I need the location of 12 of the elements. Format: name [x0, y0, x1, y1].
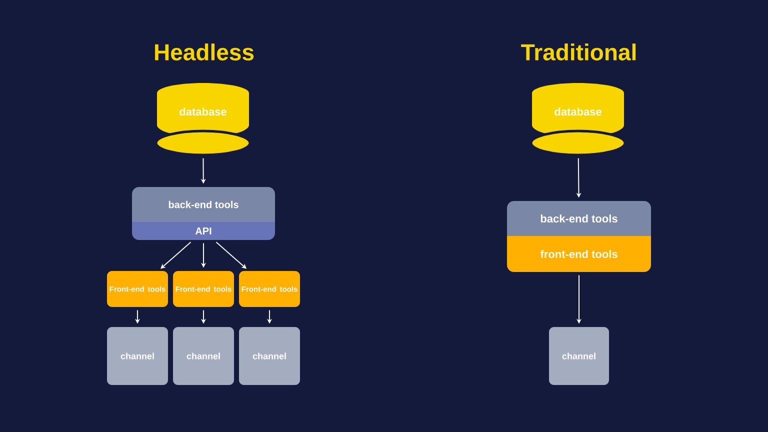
back-end-band: back-end tools: [132, 187, 275, 222]
back-end-band: back-end tools: [507, 201, 651, 236]
front-end-band: front-end tools: [507, 236, 651, 272]
heading: Traditional: [521, 44, 636, 60]
database-cylinder: database: [154, 83, 252, 156]
channel-box: channel: [107, 327, 168, 385]
api-band: API: [132, 222, 275, 240]
channel-box: channel: [549, 327, 609, 385]
channel-box: channel: [239, 327, 300, 385]
channel-box: channel: [173, 327, 234, 385]
database-cylinder: database: [530, 83, 626, 156]
heading: Headless: [155, 44, 254, 60]
